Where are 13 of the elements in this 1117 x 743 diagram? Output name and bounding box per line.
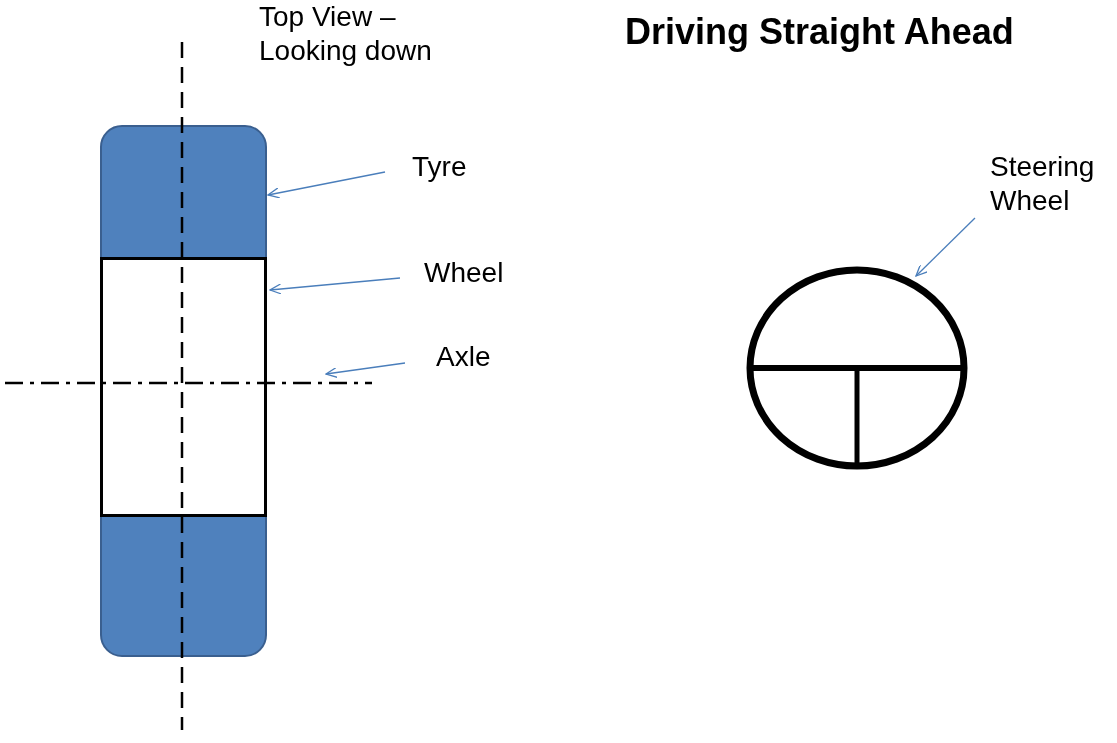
steering-wheel-symbol [746,266,968,470]
leader-line [915,217,976,277]
part-label: Steering Wheel [990,150,1117,218]
leader-line [269,277,401,295]
part-label: Axle [436,340,526,374]
axle-line [5,381,372,385]
part-label: Tyre [412,150,512,184]
part-label: Wheel [424,256,534,290]
tyre-shape [100,125,267,657]
leader-line [267,171,386,199]
view-caption: Top View – Looking down [259,0,433,68]
wheel-rim [100,257,267,517]
leader-line [325,362,406,379]
